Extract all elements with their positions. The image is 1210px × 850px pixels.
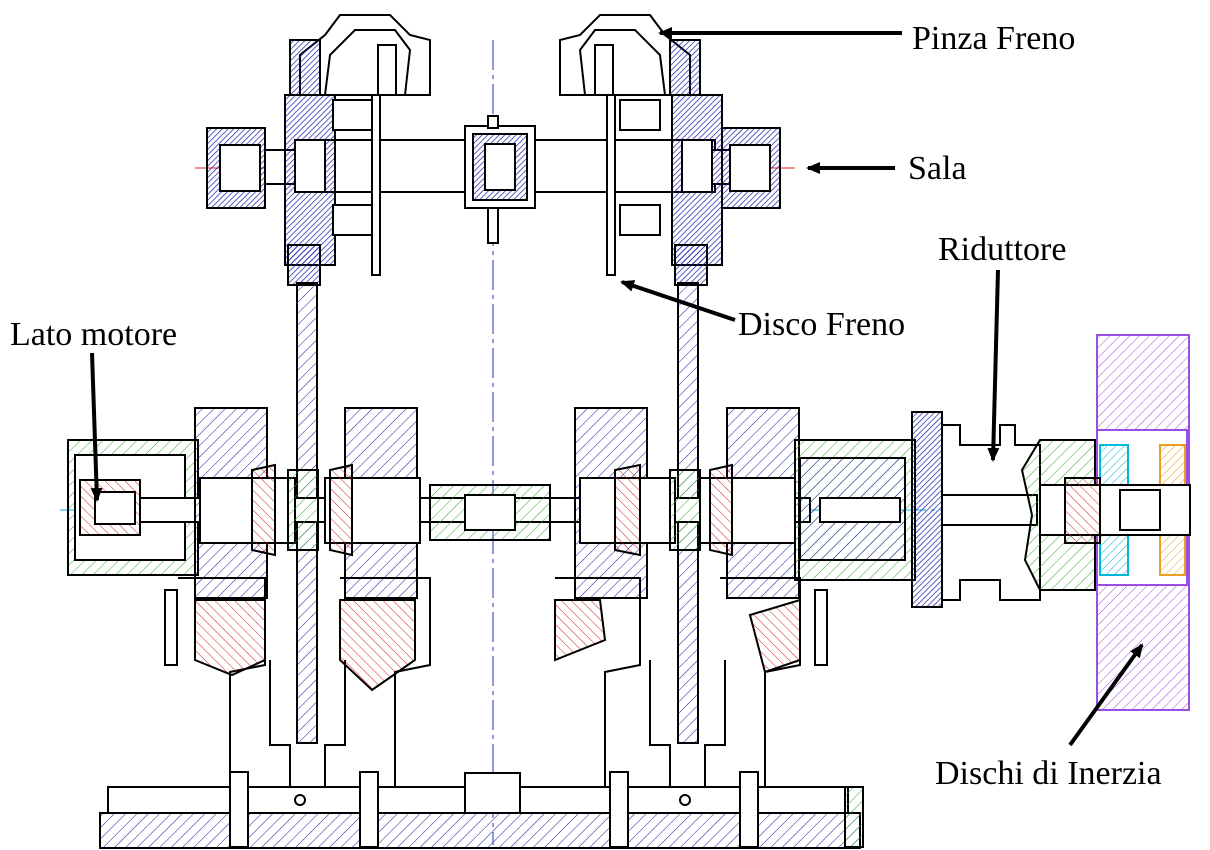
label-pinza-freno: Pinza Freno — [912, 20, 1076, 57]
label-sala: Sala — [908, 150, 967, 187]
main-shaft-assembly — [60, 334, 1195, 711]
base-frame — [99, 577, 864, 849]
label-riduttore: Riduttore — [938, 231, 1067, 268]
callout-arrows — [90, 27, 1144, 747]
arrow-lato-motore — [90, 352, 103, 502]
label-disco-freno: Disco Freno — [738, 306, 906, 343]
label-lato-motore: Lato motore — [10, 316, 178, 353]
axle-assembly — [195, 14, 795, 286]
arrow-riduttore — [987, 269, 1000, 462]
label-dischi-inerzia: Dischi di Inerzia — [935, 755, 1162, 792]
arrow-disco-freno — [620, 280, 736, 322]
arrow-dischi-inerzia — [1068, 643, 1144, 747]
